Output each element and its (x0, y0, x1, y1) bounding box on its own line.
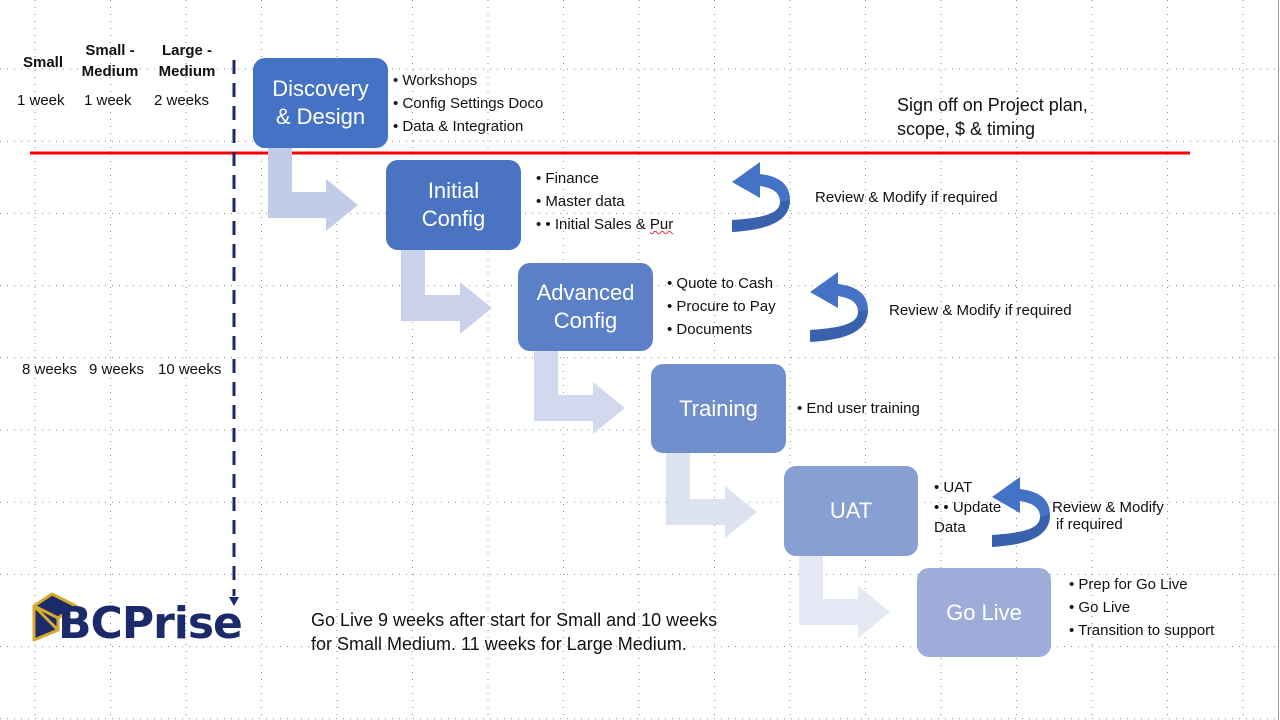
bullet-item: End user training (797, 397, 919, 420)
bcprise-logo: BCPrise (28, 588, 258, 658)
stage-label-line1: Advanced (536, 280, 635, 305)
review-note-uat: Review & Modify if required (1052, 499, 1164, 533)
stage-uat[interactable]: UAT (784, 466, 918, 556)
stage-label-line2: Config (421, 206, 486, 231)
review-note-initial-config: Review & Modify if required (815, 189, 998, 206)
bullet-item: Prep for Go Live (1069, 573, 1214, 596)
stage-label: UAT (829, 498, 873, 523)
discovery-duration-small-medium: 1 week (84, 92, 132, 109)
bullet-item: Master data (536, 190, 673, 213)
stage-bullets-initial-config: Finance Master data • Initial Sales & Pu… (536, 167, 673, 236)
stage-bullets-advanced-config: Quote to Cash Procure to Pay Documents (667, 272, 776, 341)
logo-cube-icon (32, 592, 78, 642)
column-header-small: Small (22, 54, 64, 71)
bullet-item: Go Live (1069, 596, 1214, 619)
stage-bullets-training: End user training (797, 397, 919, 420)
bullet-item: Documents (667, 318, 776, 341)
stage-bullets-go-live: Prep for Go Live Go Live Transition to s… (1069, 573, 1214, 642)
bullet-item: Procure to Pay (667, 295, 775, 318)
stage-discovery-design[interactable]: Discovery & Design (253, 58, 388, 148)
stage-bullets-discovery-design: Workshops Config Settings Doco Data & In… (393, 69, 543, 138)
review-note-advanced-config: Review & Modify if required (889, 302, 1072, 319)
slide-edge (1278, 0, 1279, 720)
go-live-summary-note: Go Live 9 weeks after start for Small an… (311, 610, 718, 654)
stage-bullets-uat: UAT • Update Data (934, 477, 1004, 538)
bullet-item: Data & Integration (393, 115, 543, 138)
bullet-item: • Initial Sales & Pur (536, 213, 673, 236)
bullet-item: Finance (536, 167, 673, 190)
column-header-large-medium: Large - Medium (158, 42, 216, 80)
stage-label-line1: Discovery (272, 76, 369, 101)
bullet-item: UAT (934, 477, 1004, 498)
stage-label-line2: Config (553, 308, 618, 333)
stage-label: Go Live (946, 599, 1022, 625)
stage-label-line1: Initial (427, 178, 480, 203)
bullet-item: Quote to Cash (667, 272, 776, 295)
sign-off-note: Sign off on Project plan, scope, $ & tim… (897, 95, 1088, 139)
logo-text: BCPrise (58, 598, 243, 649)
discovery-duration-large-medium: 2 weeks (154, 92, 210, 109)
total-duration-small: 8 weeks (22, 361, 78, 378)
discovery-duration-small: 1 week (17, 92, 65, 109)
bullet-item: Workshops (393, 69, 543, 92)
stage-go-live[interactable]: Go Live (917, 568, 1051, 657)
bullet-item: Transition to support (1069, 619, 1214, 642)
stage-label: Training (679, 395, 758, 421)
bullet-item: Config Settings Doco (393, 92, 543, 115)
stage-label-line2: & Design (275, 104, 366, 129)
column-header-small-medium: Small - Medium (81, 42, 139, 80)
stage-training[interactable]: Training (651, 364, 786, 453)
bullet-item: • Update Data (934, 498, 1004, 538)
total-duration-large-medium: 10 weeks (158, 361, 222, 378)
total-duration-small-medium: 9 weeks (89, 361, 145, 378)
